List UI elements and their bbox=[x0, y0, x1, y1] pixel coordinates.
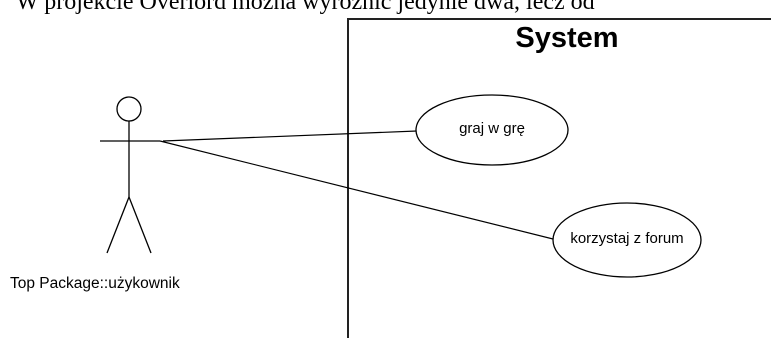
system-title: System bbox=[515, 22, 619, 54]
diagram-shapes bbox=[100, 94, 702, 278]
use-case-use-forum bbox=[552, 202, 702, 278]
use-case-label-play-game: graj w grę bbox=[459, 120, 525, 137]
use-case-label-use-forum: korzystaj z forum bbox=[570, 230, 684, 247]
header-text: W projekcie Overlord można wyróżnić jedy… bbox=[16, 0, 595, 15]
system-boundary bbox=[347, 18, 771, 338]
actor-head bbox=[116, 96, 142, 122]
actor-label: Top Package::użykownik bbox=[10, 275, 180, 292]
association-play-game bbox=[162, 130, 418, 142]
actor-right-leg bbox=[128, 196, 152, 254]
use-case-diagram: W projekcie Overlord można wyróżnić jedy… bbox=[10, 0, 771, 338]
association-use-forum bbox=[159, 140, 558, 241]
use-case-play-game bbox=[415, 94, 569, 166]
actor-figure bbox=[100, 96, 160, 254]
actor-left-leg bbox=[106, 196, 130, 254]
